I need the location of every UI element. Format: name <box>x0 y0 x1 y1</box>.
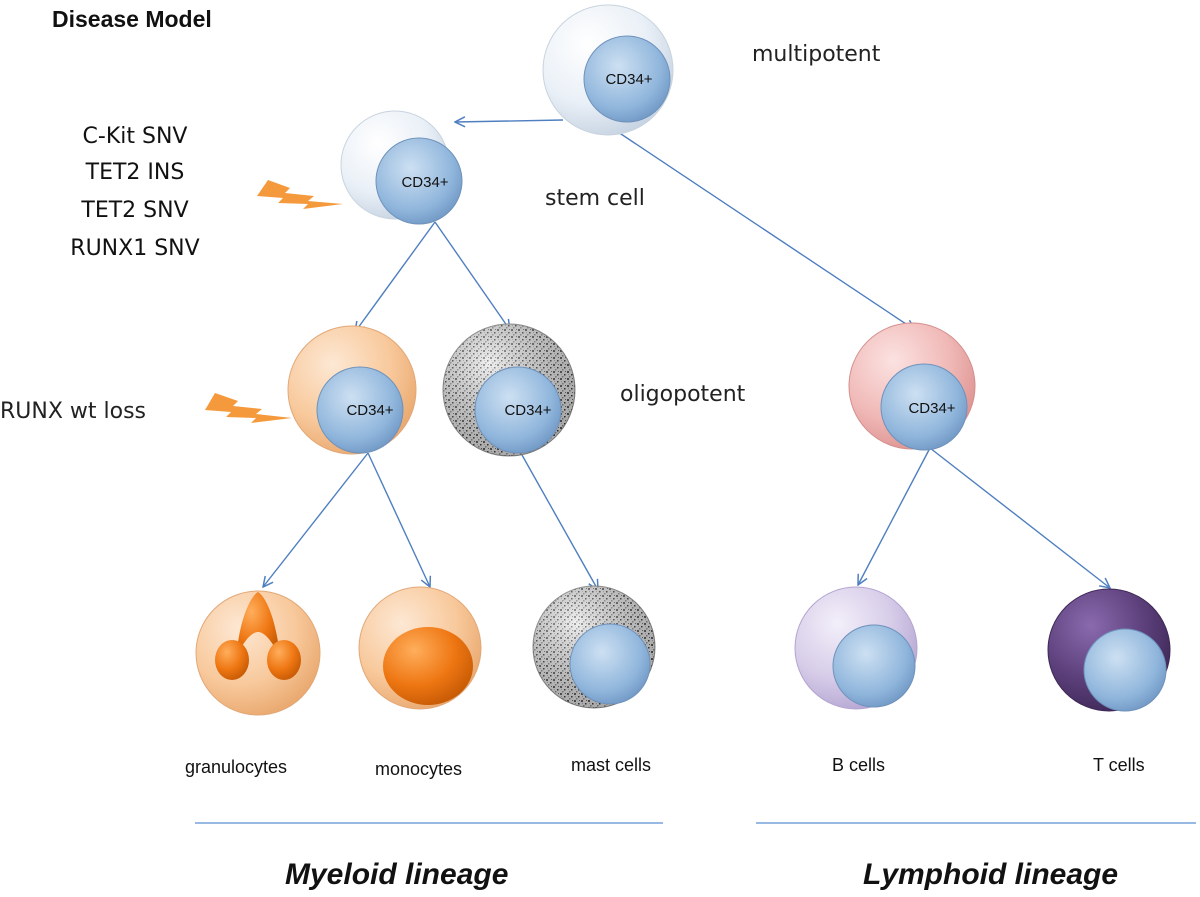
monocyte-nucleus <box>383 627 473 705</box>
nucleus <box>316 366 404 454</box>
arrow-multipotent-to-stem <box>455 120 564 122</box>
lineage-label-lymphoid: Lymphoid lineage <box>863 858 1119 891</box>
arrow-stem-to-mast-progenitor <box>434 221 510 330</box>
nucleus <box>474 366 562 454</box>
cd34-label: CD34+ <box>401 174 448 191</box>
stage-label-oligopotent: oligopotent <box>620 382 746 407</box>
cell-label-t-cells: T cells <box>1093 755 1145 775</box>
granulocyte-nucleus <box>236 592 280 658</box>
progenitor-mutation-label: RUNX wt loss <box>0 399 147 424</box>
mast-progenitor-cell: CD34+ <box>442 323 576 457</box>
granulocyte-cell <box>195 590 321 716</box>
arrow-myeloid-to-monocytes <box>367 452 430 587</box>
arrow-mast-progenitor-to-mast <box>521 454 598 590</box>
lymphoid-progenitor-cell: CD34+ <box>848 322 976 451</box>
stage-label-multipotent: multipotent <box>752 42 881 67</box>
cd34-label: CD34+ <box>346 402 393 419</box>
cd34-label: CD34+ <box>605 71 652 88</box>
nucleus <box>1083 628 1167 712</box>
lineage-label-myeloid: Myeloid lineage <box>285 858 509 891</box>
arrow-lymphoid-to-b <box>858 447 931 585</box>
mast-cell <box>532 585 656 709</box>
arrow-lymphoid-to-t <box>929 447 1110 588</box>
mutation-bolt-icon <box>257 180 343 209</box>
stem-mutation-label: RUNX1 SNV <box>70 236 200 261</box>
stem-mutation-label: C-Kit SNV <box>82 124 188 149</box>
stage-label-stem-cell: stem cell <box>545 186 645 211</box>
b-cell <box>794 586 918 710</box>
stem-cell: CD34+ <box>340 110 463 225</box>
stem-mutation-label: TET2 INS <box>85 160 185 185</box>
nucleus <box>583 35 671 123</box>
granulocyte-lobe-left <box>215 640 249 680</box>
arrow-multipotent-to-lymphoid <box>614 129 915 330</box>
cell-label-b-cells: B cells <box>832 755 886 775</box>
nucleus <box>569 623 651 705</box>
cell-label-monocytes: monocytes <box>375 759 463 779</box>
cell-label-granulocytes: granulocytes <box>185 757 288 777</box>
diagram-title: Disease Model <box>52 6 212 32</box>
multipotent-cell: CD34+ <box>542 4 674 136</box>
monocyte-cell <box>358 586 482 710</box>
t-cell <box>1047 588 1171 712</box>
cell-label-mast-cells: mast cells <box>571 755 652 775</box>
granulocyte-lobe-right <box>267 640 301 680</box>
myeloid-progenitor-cell: CD34+ <box>287 325 417 455</box>
arrows <box>263 120 1110 590</box>
cd34-label: CD34+ <box>504 402 551 419</box>
nucleus <box>880 363 968 451</box>
nucleus <box>375 137 463 225</box>
arrow-myeloid-to-granulocytes <box>263 452 369 587</box>
nucleus <box>832 624 916 708</box>
arrow-stem-to-myeloid <box>355 221 436 332</box>
mutation-bolt-icon <box>205 393 292 423</box>
stem-mutation-label: TET2 SNV <box>81 198 189 223</box>
cd34-label: CD34+ <box>908 400 955 417</box>
